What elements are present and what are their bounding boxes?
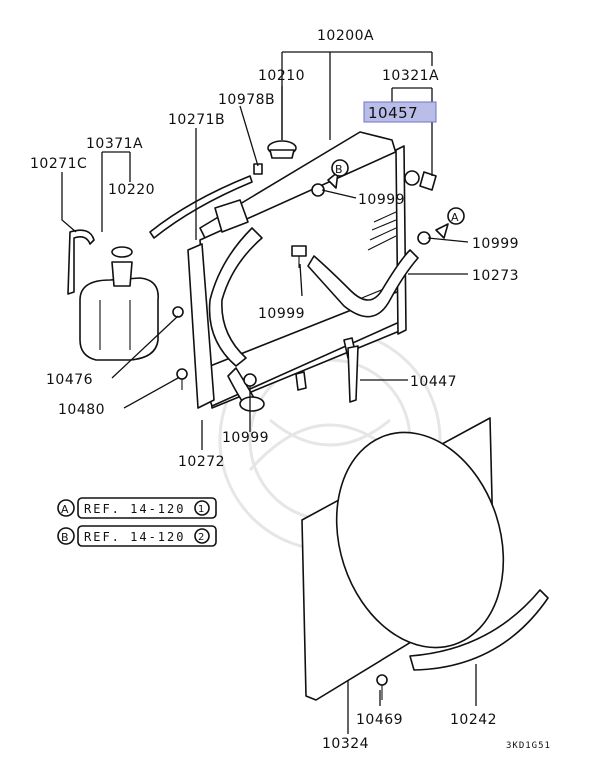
reference-b-marker: B <box>61 531 69 544</box>
bolt-10480[interactable] <box>176 368 188 390</box>
radiator-cap[interactable] <box>267 140 297 159</box>
leader-lines <box>61 51 477 734</box>
diagram-code: 3KD1G51 <box>506 741 551 751</box>
reference-a[interactable]: A REF. 14-120 1 <box>57 497 217 519</box>
label-10999-bottom[interactable]: 10999 <box>222 430 269 446</box>
label-10476[interactable]: 10476 <box>46 372 93 388</box>
reference-b-text: REF. 14-120 <box>84 530 185 544</box>
marker-b-label: B <box>335 163 343 176</box>
label-10978B[interactable]: 10978B <box>218 92 275 108</box>
bolt-10476[interactable] <box>172 306 184 318</box>
reference-a-num: 1 <box>198 504 205 515</box>
label-10469[interactable]: 10469 <box>356 712 403 728</box>
clamp-10999-bottom[interactable] <box>243 373 257 387</box>
highlight-box <box>363 101 437 123</box>
label-10371A[interactable]: 10371A <box>86 136 143 152</box>
reference-b[interactable]: B REF. 14-120 2 <box>57 525 217 547</box>
label-10220[interactable]: 10220 <box>108 182 155 198</box>
marker-b-arrow: B <box>327 159 349 189</box>
clamp-10999-mid[interactable] <box>291 245 307 268</box>
fan-shroud[interactable] <box>301 411 530 701</box>
reserve-tank[interactable] <box>79 246 159 361</box>
reference-a-marker: A <box>61 503 69 516</box>
shroud-segment-10242[interactable] <box>409 589 549 671</box>
reference-b-num: 2 <box>198 532 205 543</box>
reference-a-text: REF. 14-120 <box>84 502 185 516</box>
label-10324[interactable]: 10324 <box>322 736 369 752</box>
bolt-10469[interactable] <box>376 674 388 700</box>
label-10480[interactable]: 10480 <box>58 402 105 418</box>
lower-radiator-hose[interactable] <box>208 227 265 412</box>
marker-a-arrow: A <box>435 207 465 239</box>
label-10271C[interactable]: 10271C <box>30 156 87 172</box>
overflow-hose-10271C[interactable] <box>67 229 95 295</box>
label-10999-top[interactable]: 10999 <box>358 192 405 208</box>
marker-a-label: A <box>451 211 459 224</box>
seal-10457[interactable] <box>404 170 420 186</box>
label-10273[interactable]: 10273 <box>472 268 519 284</box>
drain-plug-10447[interactable] <box>347 345 359 403</box>
label-10271B[interactable]: 10271B <box>168 112 225 128</box>
label-10447[interactable]: 10447 <box>410 374 457 390</box>
label-10242[interactable]: 10242 <box>450 712 497 728</box>
label-10200A[interactable]: 10200A <box>317 28 374 44</box>
label-10321A[interactable]: 10321A <box>382 68 439 84</box>
label-10457[interactable]: 10457 <box>368 104 418 122</box>
overflow-hose-10271B[interactable] <box>149 175 253 239</box>
label-10999-right[interactable]: 10999 <box>472 236 519 252</box>
cap-10321A[interactable] <box>419 171 437 191</box>
callout-labels: 10200A 10210 10321A 10978B 10457 10271B … <box>30 28 519 752</box>
label-10999-mid[interactable]: 10999 <box>258 306 305 322</box>
upper-radiator-hose[interactable] <box>307 249 419 318</box>
label-10272[interactable]: 10272 <box>178 454 225 470</box>
label-10210[interactable]: 10210 <box>258 68 305 84</box>
